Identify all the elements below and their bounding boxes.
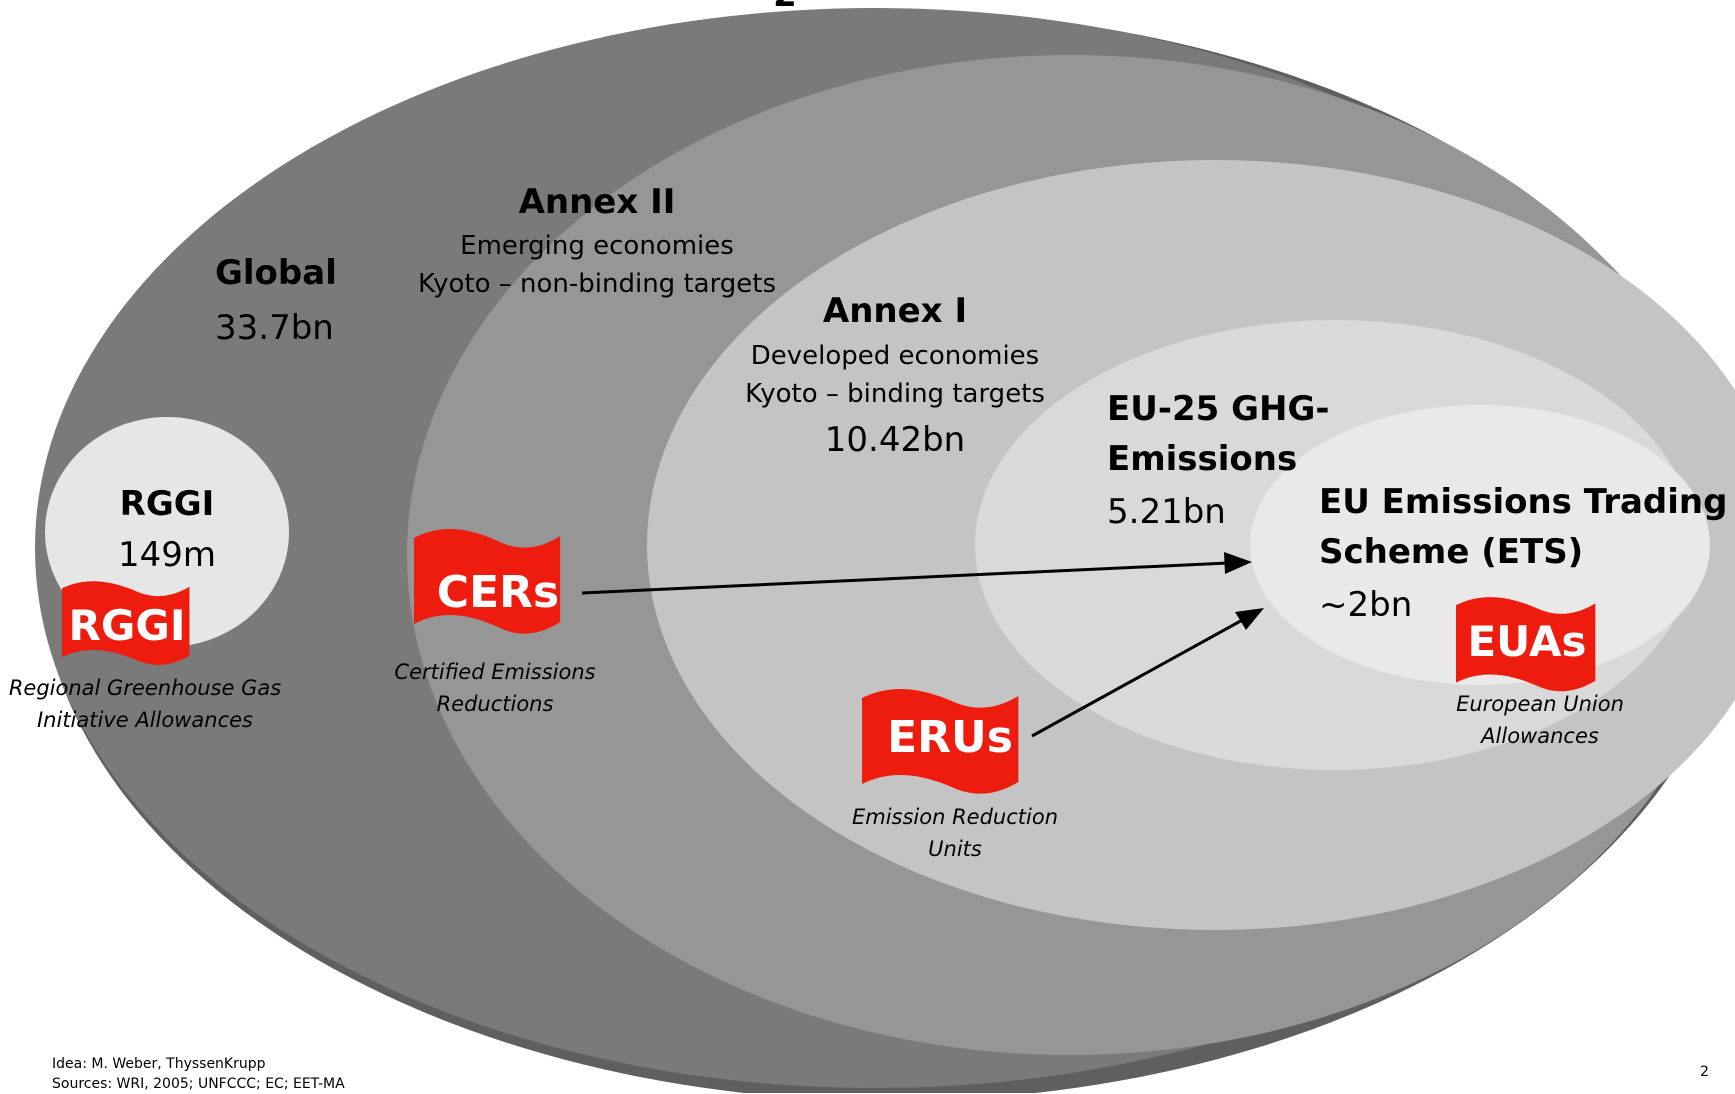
global-title: Global: [215, 253, 337, 293]
footer-sources: Sources: WRI, 2005; UNFCCC; EC; EET-MA: [52, 1076, 345, 1092]
euas-flag-label: EUAs: [1467, 617, 1586, 666]
euas-caption-line1: European Union: [1456, 692, 1624, 716]
rggi-value: 149m: [117, 535, 216, 575]
eu25-title-line2: Emissions: [1107, 439, 1298, 479]
rggi-caption-line1: Regional Greenhouse Gas: [8, 676, 282, 700]
ets-title-line2: Scheme (ETS): [1319, 532, 1584, 572]
annex-i-line1: Developed economies: [750, 341, 1040, 371]
euas-caption-line2: Allowances: [1481, 724, 1599, 748]
cers-flag-label: CERs: [437, 567, 559, 618]
erus-caption-line2: Units: [928, 837, 982, 861]
erus-flag-label: ERUs: [887, 712, 1013, 763]
erus-arrow-line: [1031, 616, 1247, 738]
rggi-flag-label: RGGI: [69, 601, 186, 650]
annex-ii-title: Annex II: [518, 182, 676, 222]
page-number: 2: [1700, 1064, 1709, 1080]
erus-caption-line1: Emission Reduction: [851, 805, 1059, 829]
rggi-title: RGGI: [119, 484, 215, 524]
annex-i-value: 10.42bn: [824, 420, 966, 460]
cers-arrow-line: [581, 561, 1229, 595]
rggi-caption-line2: Initiative Allowances: [36, 708, 253, 732]
annex-ii-line2: Kyoto – non-binding targets: [417, 269, 777, 299]
top-fragment: 2: [760, 0, 810, 17]
annex-i-title: Annex I: [822, 291, 968, 331]
global-value: 33.7bn: [215, 308, 334, 348]
cers-caption-line1: Certified Emissions: [394, 660, 596, 684]
cers-caption-line2: Reductions: [436, 692, 554, 716]
annex-ii-line1: Emerging economies: [460, 231, 734, 261]
eu25-value: 5.21bn: [1107, 492, 1226, 532]
ets-value: ~2bn: [1319, 585, 1413, 625]
ets-title-line1: EU Emissions Trading: [1319, 482, 1728, 522]
annex-i-line2: Kyoto – binding targets: [745, 379, 1045, 409]
eu25-title-line1: EU-25 GHG-: [1107, 389, 1330, 429]
cers-arrowhead: [1224, 552, 1252, 574]
footer-idea: Idea: M. Weber, ThyssenKrupp: [52, 1056, 266, 1072]
erus-arrowhead: [1235, 608, 1264, 630]
